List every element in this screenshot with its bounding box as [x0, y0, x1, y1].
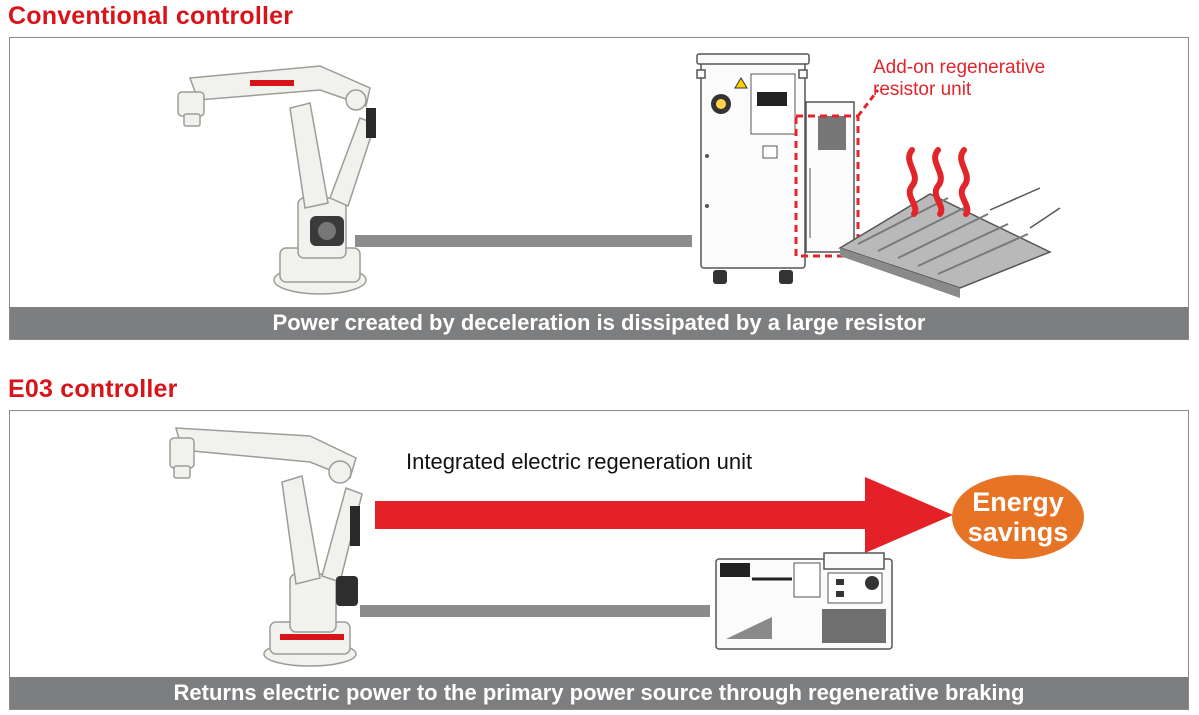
e03-title: E03 controller — [8, 375, 178, 403]
e03-caption-bar: Returns electric power to the primary po… — [10, 677, 1188, 709]
controller-cabinet-icon — [696, 53, 810, 284]
robot-arm-icon — [177, 65, 376, 295]
conventional-panel: Add-on regenerative resistor unit Power … — [9, 37, 1189, 340]
conventional-caption: Power created by deceleration is dissipa… — [272, 310, 926, 335]
power-connector-line — [355, 235, 692, 247]
conventional-title: Conventional controller — [8, 2, 294, 30]
callout-label-line2: resistor unit — [873, 79, 972, 100]
conventional-caption-bar: Power created by deceleration is dissipa… — [10, 307, 1188, 339]
regeneration-arrow — [375, 477, 953, 553]
callout-dashed-box — [794, 89, 880, 258]
badge-line1: Energy — [972, 487, 1064, 517]
compact-controller-icon — [715, 552, 893, 650]
resistor-unit-icon — [838, 187, 1061, 298]
regeneration-arrow-label: Integrated electric regeneration unit — [406, 449, 753, 474]
e03-caption: Returns electric power to the primary po… — [173, 680, 1025, 705]
energy-savings-badge: Energy savings — [952, 475, 1084, 559]
badge-line2: savings — [967, 517, 1069, 547]
heat-waves-icon — [906, 147, 971, 217]
power-connector-line — [360, 605, 710, 617]
e03-panel: Integrated electric regeneration unit En… — [9, 410, 1189, 710]
add-on-resistor-box-icon — [805, 101, 855, 253]
callout-label-line1: Add-on regenerative — [873, 57, 1046, 78]
robot-arm-icon — [169, 427, 363, 667]
